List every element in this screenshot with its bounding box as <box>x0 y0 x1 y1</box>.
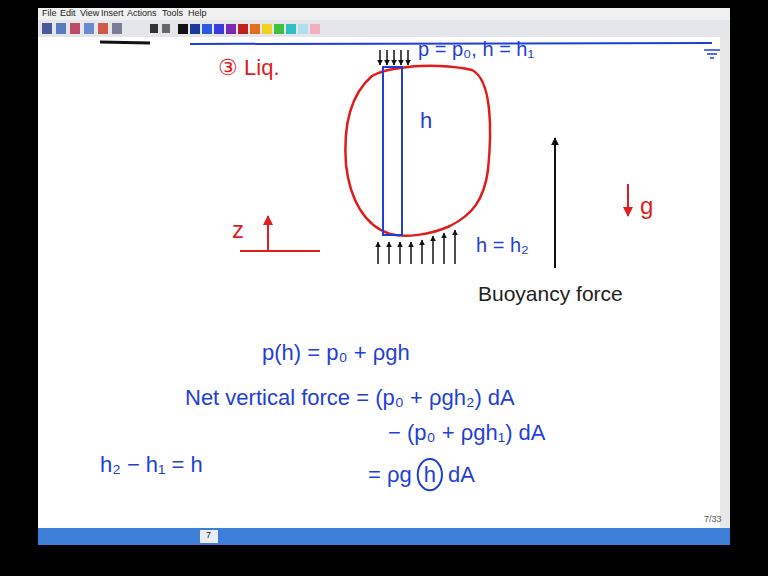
boundary-condition: p = p₀, h = h₁ <box>418 38 534 61</box>
toolbar <box>38 20 730 37</box>
color-swatch <box>286 24 296 34</box>
color-swatch <box>238 24 248 34</box>
menu-bar <box>38 8 730 20</box>
select-icon <box>84 23 94 34</box>
menu-item: Tools <box>162 8 183 18</box>
color-swatch <box>214 24 224 34</box>
force-label: Buoyancy force <box>478 282 623 306</box>
term-circle <box>418 459 442 490</box>
pressure-arrow <box>407 50 409 65</box>
pressure-arrow <box>410 242 412 264</box>
pressure-arrow <box>386 50 388 65</box>
menu-item: View <box>80 8 99 18</box>
color-swatch <box>262 24 272 34</box>
body-outline <box>345 66 490 236</box>
page-tab <box>200 530 218 543</box>
column-height: h <box>420 108 432 133</box>
color-swatch <box>178 24 188 34</box>
equation: p(h) = p₀ + ρgh <box>262 340 410 365</box>
menu-item: Insert <box>101 8 124 18</box>
color-swatch <box>250 24 260 34</box>
ground-symbol <box>704 50 720 58</box>
z-axis-base <box>240 250 320 252</box>
toolbar-icons <box>42 23 320 34</box>
color-swatch <box>298 24 308 34</box>
page-count: 7/33 <box>704 514 722 524</box>
ground-line <box>710 57 714 59</box>
menu-item: File <box>42 8 57 18</box>
circled-term: h <box>424 462 436 487</box>
section-mark: ③ Liq. <box>218 55 280 80</box>
pressure-arrow <box>432 236 434 264</box>
menu-item: Help <box>188 8 207 18</box>
equation: dA <box>448 462 475 487</box>
fluid-column <box>383 67 402 235</box>
insert-icon <box>112 23 122 34</box>
color-swatch <box>202 24 212 34</box>
color-swatch <box>274 24 284 34</box>
buoyancy-arrow <box>554 138 556 268</box>
z-axis-arrow <box>267 216 269 250</box>
equation: Net vertical force = (p₀ + ρgh₂) dA <box>185 385 515 410</box>
pen-icon <box>56 23 66 34</box>
pen-icon <box>42 23 52 34</box>
pressure-arrow <box>443 233 445 264</box>
color-swatch <box>310 24 320 34</box>
gravity-arrow <box>627 184 629 216</box>
bold-icon <box>150 24 158 33</box>
pressure-arrow <box>400 50 402 65</box>
gravity-label: g <box>640 192 653 220</box>
pressure-arrow <box>393 50 395 65</box>
italic-icon <box>162 24 170 33</box>
menu-item: Edit <box>60 8 76 18</box>
ground-line <box>707 53 717 55</box>
equation: − (p₀ + ρgh₁) dA <box>388 420 545 445</box>
canvas <box>38 37 720 528</box>
pressure-arrows-top <box>380 50 408 65</box>
ground-line <box>704 49 720 51</box>
axis-label: z <box>232 216 244 244</box>
boundary-condition: h = h₂ <box>476 234 529 257</box>
equation: = ρg <box>368 462 412 487</box>
menu-item: Actions <box>127 8 157 18</box>
pressure-arrow <box>377 242 379 264</box>
pressure-arrow <box>399 242 401 264</box>
pressure-arrow <box>421 240 423 264</box>
pressure-arrow <box>388 242 390 264</box>
scrollbar <box>720 37 730 528</box>
equation: h₂ − h₁ = h <box>100 452 203 477</box>
ink-stroke <box>100 42 150 43</box>
eraser-icon <box>70 23 80 34</box>
pressure-arrow <box>379 50 381 65</box>
pressure-arrows-bottom <box>378 230 455 264</box>
pressure-arrow <box>454 230 456 264</box>
color-swatch <box>226 24 236 34</box>
color-swatch <box>190 24 200 34</box>
page-number: 7 <box>206 530 211 540</box>
page-bar <box>38 528 730 545</box>
lasso-icon <box>98 23 108 34</box>
